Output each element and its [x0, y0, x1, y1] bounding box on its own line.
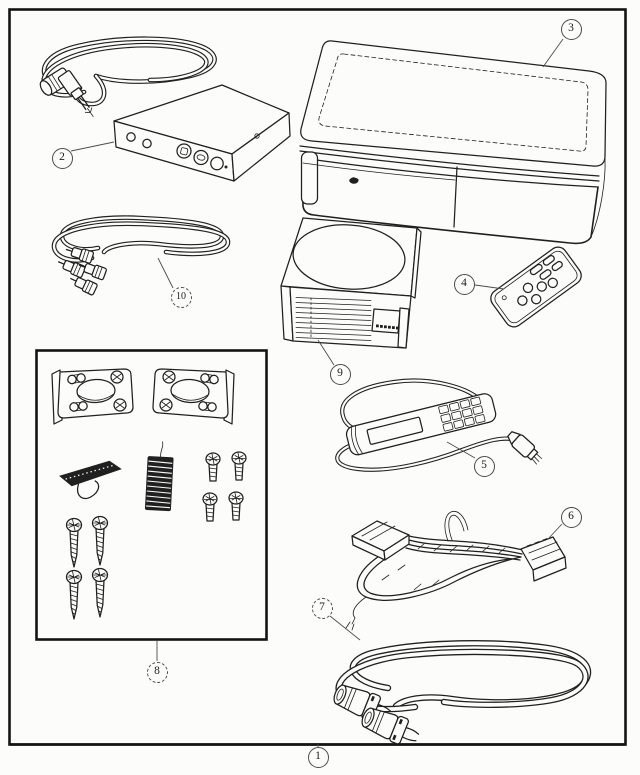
machine-screw	[202, 492, 218, 522]
machine-screw	[228, 491, 244, 521]
velcro-strip	[59, 460, 122, 500]
leader-10	[157, 257, 174, 289]
mounting-bracket-right	[152, 368, 235, 425]
leader-7	[329, 615, 361, 641]
leader-6	[547, 523, 563, 540]
part-hardware-kit	[35, 349, 268, 641]
part-rca-cable	[51, 215, 231, 297]
leader-9	[317, 339, 335, 366]
wire-loom-strip	[144, 441, 174, 512]
leader-5	[446, 441, 476, 459]
leader-4	[474, 284, 505, 290]
tapping-screw	[91, 515, 109, 566]
callout-2: 2	[51, 147, 73, 169]
hardware-box	[35, 349, 268, 641]
part-remote-control	[490, 246, 582, 328]
part-cd-changer	[299, 40, 607, 245]
tapping-screw	[65, 569, 83, 620]
mounting-bracket-left	[51, 368, 134, 425]
controller-display	[366, 416, 424, 445]
tapping-screw	[91, 567, 109, 618]
machine-screw	[231, 451, 247, 481]
callout-3: 3	[560, 18, 582, 40]
controller-din-plug	[507, 431, 542, 465]
callout-8: 8	[146, 661, 168, 683]
harness-connector-right	[520, 536, 567, 582]
callout-10: 10	[170, 286, 192, 308]
cd-disc	[292, 224, 406, 290]
controller-body	[345, 393, 497, 456]
part-interface-module	[39, 36, 291, 182]
callout-9: 9	[329, 363, 351, 385]
part-wiring-harness	[345, 511, 567, 631]
callout-1: 1	[307, 746, 329, 768]
part-cd-magazine	[280, 217, 422, 349]
antenna-plug-male	[57, 70, 94, 117]
controller-keypad	[438, 396, 486, 432]
leader-3	[542, 38, 564, 68]
callout-6: 6	[560, 506, 582, 528]
callout-leader-lines	[70, 38, 564, 747]
part-wired-controller	[335, 378, 542, 472]
harness-connector-left	[351, 520, 410, 561]
callout-7: 7	[311, 597, 333, 619]
brand-logo	[349, 177, 359, 184]
machine-screw	[205, 452, 221, 482]
tapping-screw	[65, 517, 83, 568]
callout-4: 4	[453, 273, 475, 295]
module-box	[113, 84, 291, 182]
part-din-cable	[329, 640, 592, 751]
leader-2	[70, 141, 115, 152]
callout-5: 5	[473, 455, 495, 477]
